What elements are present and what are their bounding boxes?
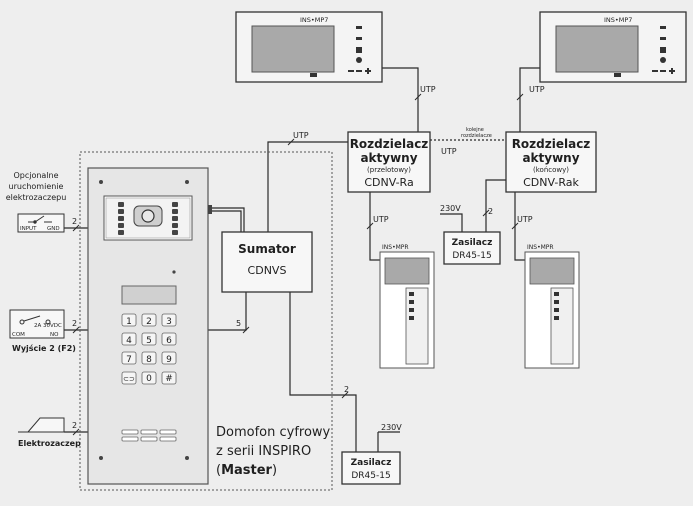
label-utp-sumator: UTP bbox=[293, 131, 309, 140]
label-utp-handset-a: UTP bbox=[373, 215, 389, 224]
sumator-title: Sumator bbox=[238, 242, 296, 256]
splitter-b-title1: Rozdzielacz bbox=[512, 137, 591, 151]
key-4: 4 bbox=[126, 336, 132, 346]
psu-right: Zasilacz DR45-15 bbox=[443, 231, 501, 265]
door-panel: 1 2 3 4 5 6 7 8 9 ⊂⊃ 0 # bbox=[87, 167, 212, 485]
label-2-lock: 2 bbox=[72, 421, 77, 430]
label-230v-right: 230V bbox=[440, 204, 461, 213]
splitter-b: Rozdzielacz aktywny (końcowy) CDNV-Rak bbox=[505, 131, 597, 193]
keypad: 1 2 3 4 5 6 7 8 9 ⊂⊃ 0 # bbox=[121, 313, 177, 385]
relay-rating: 2A 30VDC bbox=[34, 323, 62, 329]
key-1: 1 bbox=[126, 317, 132, 327]
relay-com: COM bbox=[12, 332, 25, 338]
key-0: 0 bbox=[146, 374, 152, 384]
monitor-right: INS•MP7 bbox=[539, 11, 687, 83]
wire-splitter-handset-a bbox=[369, 192, 380, 261]
opt-line2: uruchomienie bbox=[9, 182, 64, 191]
switch-icon bbox=[28, 215, 52, 224]
camera-lens-icon bbox=[141, 209, 155, 223]
lock-label: Elektrozaczep bbox=[18, 439, 81, 448]
label-2-right: 2 bbox=[488, 207, 493, 216]
splitter-b-title2: aktywny bbox=[522, 151, 579, 165]
panel-caption-line2: z serii INSPIRO bbox=[216, 444, 311, 459]
monitor-left: INS•MP7 bbox=[235, 11, 383, 83]
panel-display bbox=[121, 285, 177, 305]
panel-caption: Domofon cyfrowy z serii INSPIRO (Master) bbox=[216, 425, 331, 478]
psu-right-model: DR45-15 bbox=[452, 251, 491, 261]
key-7: 7 bbox=[126, 355, 132, 365]
psu-bottom-title: Zasilacz bbox=[351, 458, 392, 468]
handset-a-model: INS•MPR bbox=[382, 244, 409, 251]
splitter-a: Rozdzielacz aktywny (przelotowy) CDNV-Ra bbox=[347, 131, 431, 193]
opt-line3: elektrozaczepu bbox=[6, 193, 67, 202]
wire-230-psu-b bbox=[440, 213, 463, 232]
caption-master: Master bbox=[221, 463, 272, 478]
label-2-opt: 2 bbox=[72, 217, 77, 226]
opt-line1: Opcjonalne bbox=[13, 171, 58, 180]
wire-splitter-psu-b bbox=[485, 179, 506, 232]
opt-gnd-label: GND bbox=[47, 226, 60, 232]
splitter-a-model: CDNV-Ra bbox=[364, 176, 413, 189]
monitor-right-model: INS•MP7 bbox=[604, 16, 632, 24]
caption-paren-close: ) bbox=[272, 463, 277, 478]
label-utp-handset-b: UTP bbox=[517, 215, 533, 224]
splitter-a-title1: Rozdzielacz bbox=[350, 137, 429, 151]
relay-switch-icon bbox=[19, 315, 51, 325]
panel-dotted-frame bbox=[79, 151, 333, 491]
label-utp-b: UTP bbox=[529, 85, 545, 94]
caption-paren-open: ( bbox=[216, 463, 221, 478]
psu-bottom-model: DR45-15 bbox=[351, 471, 390, 481]
optional-input: Opcjonalne uruchomienie elektrozaczepu I… bbox=[6, 171, 67, 233]
panel-caption-line3: (Master) bbox=[216, 463, 277, 478]
wire-sumator-psu bbox=[289, 292, 357, 452]
label-230v-bottom: 230V bbox=[381, 423, 402, 432]
relay-box bbox=[9, 309, 65, 339]
label-next-2: rozdzielacze bbox=[461, 133, 492, 139]
key-9: 9 bbox=[166, 355, 172, 365]
electric-strike: Elektrozaczep bbox=[18, 417, 81, 448]
cable-labels: UTP UTP UTP UTP kolejne rozdzielacze UTP… bbox=[72, 85, 545, 432]
psu-right-title: Zasilacz bbox=[452, 238, 493, 248]
splitter-a-sub: (przelotowy) bbox=[367, 166, 411, 174]
lock-icon bbox=[26, 417, 65, 433]
handset-a: INS•MPR bbox=[379, 244, 435, 369]
key-3: 3 bbox=[166, 317, 172, 327]
opt-button-box bbox=[17, 213, 65, 233]
splitter-b-model: CDNV-Rak bbox=[523, 176, 579, 189]
monitor-left-model: INS•MP7 bbox=[300, 16, 328, 24]
handset-b-model: INS•MPR bbox=[527, 244, 554, 251]
psu-bottom: Zasilacz DR45-15 bbox=[341, 451, 401, 485]
wire-panel-sumator bbox=[212, 207, 245, 232]
camera-leds bbox=[118, 202, 178, 235]
key-2: 2 bbox=[146, 317, 152, 327]
label-2-bottom: 2 bbox=[344, 385, 349, 394]
wire-splitter-handset-b bbox=[514, 192, 525, 261]
key-5: 5 bbox=[146, 336, 152, 346]
splitter-b-sub: (końcowy) bbox=[533, 166, 569, 174]
key-hash: # bbox=[165, 374, 173, 384]
label-utp-chain: UTP bbox=[441, 147, 457, 156]
panel-caption-line1: Domofon cyfrowy bbox=[216, 425, 331, 440]
monitor-right-buttons bbox=[614, 26, 675, 77]
monitor-left-buttons bbox=[310, 26, 371, 77]
key-key-icon: ⊂⊃ bbox=[123, 375, 135, 383]
splitter-a-title2: aktywny bbox=[360, 151, 417, 165]
sumator-model: CDNVS bbox=[248, 264, 287, 277]
label-next-1: kolejne bbox=[466, 127, 484, 133]
opt-input-label: INPUT bbox=[20, 226, 37, 232]
handset-b: INS•MPR bbox=[524, 244, 580, 369]
relay-output: 2A 30VDC COM NO Wyjście 2 (F2) bbox=[9, 309, 76, 353]
nameplate-buttons bbox=[121, 429, 177, 442]
relay-output-label: Wyjście 2 (F2) bbox=[12, 343, 76, 353]
sumator: Sumator CDNVS bbox=[221, 231, 313, 293]
relay-no: NO bbox=[50, 332, 59, 338]
key-8: 8 bbox=[146, 355, 152, 365]
wire-sumator-splitter bbox=[267, 141, 348, 232]
key-6: 6 bbox=[166, 336, 172, 346]
label-2-relay: 2 bbox=[72, 319, 77, 328]
label-5: 5 bbox=[236, 319, 241, 328]
label-utp-a: UTP bbox=[420, 85, 436, 94]
